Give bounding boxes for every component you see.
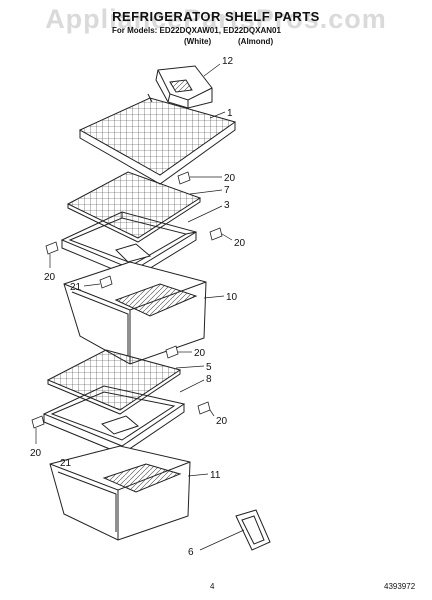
callout-20b: 20 — [234, 238, 246, 249]
callout-7: 7 — [224, 185, 230, 196]
callout-20d: 20 — [194, 348, 206, 359]
part-20-clip-c — [45, 241, 59, 255]
leader-12 — [203, 63, 221, 77]
part-1-wire-shelf — [78, 93, 237, 185]
callout-3: 3 — [224, 200, 230, 211]
callout-20a: 20 — [224, 173, 236, 184]
callout-6: 6 — [188, 547, 194, 558]
part-20-clip-d — [165, 345, 179, 359]
variant-almond: (Almond) — [238, 37, 274, 46]
leader-21a — [83, 283, 101, 287]
part-11-crisper-drawer — [49, 445, 191, 541]
callout-20f: 20 — [30, 448, 42, 459]
part-6-bracket — [235, 509, 271, 551]
callout-11: 11 — [210, 470, 221, 481]
leader-5 — [175, 365, 205, 369]
page-title: REFRIGERATOR SHELF PARTS — [112, 9, 320, 24]
part-10-crisper-drawer — [63, 243, 207, 365]
callout-20e: 20 — [216, 416, 228, 427]
part-21-clip-a — [99, 275, 113, 289]
part-12-bin — [155, 65, 213, 109]
page-number: 4 — [210, 582, 215, 591]
part-5-glass-shelf — [46, 349, 182, 415]
callout-10: 10 — [226, 292, 238, 303]
leader-6 — [199, 529, 245, 551]
leader-10 — [203, 295, 225, 299]
callout-21a: 21 — [70, 282, 82, 293]
leader-3 — [187, 205, 223, 223]
callout-8: 8 — [206, 374, 212, 385]
model-line: For Models: ED22DQXAW01, ED22DQXAN01 — [112, 26, 281, 35]
callout-5: 5 — [206, 362, 212, 373]
leader-8 — [179, 379, 205, 393]
variant-white: (White) — [184, 37, 212, 46]
part-20-clip-e — [197, 401, 211, 415]
leader-7 — [189, 189, 223, 195]
callout-21b: 21 — [60, 458, 72, 469]
leader-11 — [187, 473, 209, 477]
document-code: 4393972 — [384, 582, 416, 591]
part-20-clip-f — [31, 415, 45, 429]
leader-1 — [209, 111, 226, 119]
watermark: AppliancePartsPros.com — [45, 4, 387, 34]
callout-12: 12 — [222, 56, 234, 67]
leader-20e — [209, 409, 215, 417]
part-20-clip-a — [177, 171, 191, 185]
leader-20b — [221, 233, 233, 241]
callout-20c: 20 — [44, 272, 56, 283]
part-7-glass-shelf — [66, 171, 202, 243]
part-20-clip-b — [209, 227, 223, 241]
callout-1: 1 — [227, 108, 233, 119]
